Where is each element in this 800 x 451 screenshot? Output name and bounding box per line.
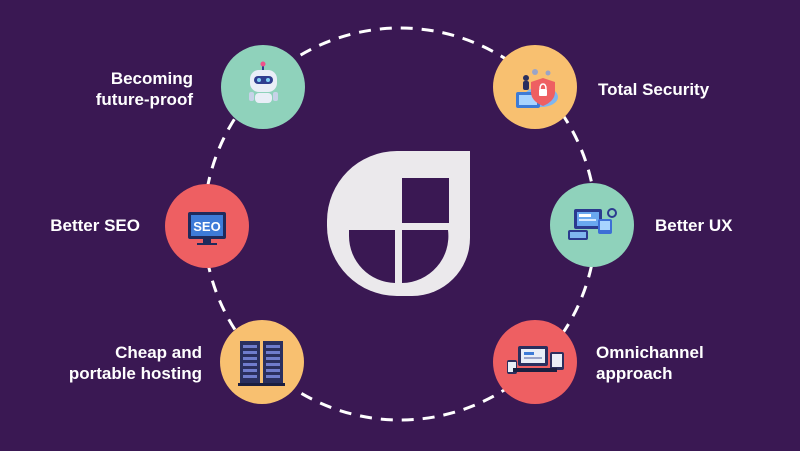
feature-ux [550, 183, 634, 267]
robot-icon [249, 61, 278, 103]
label-omnichannel: Omnichannel approach [596, 343, 704, 383]
multi-device-icon [507, 346, 564, 374]
seo-monitor-icon: SEO [188, 212, 226, 245]
label-future-proof: Becoming future-proof [95, 69, 193, 109]
label-seo: Better SEO [50, 216, 140, 235]
ux-devices-icon [568, 208, 617, 240]
label-security: Total Security [598, 80, 710, 99]
security-shield-icon [516, 69, 558, 108]
label-hosting: Cheap and portable hosting [68, 343, 202, 383]
label-ux: Better UX [655, 216, 733, 235]
center-logo-icon [327, 151, 470, 296]
feature-seo: SEO [165, 184, 249, 268]
svg-text:SEO: SEO [193, 219, 220, 234]
feature-hosting [220, 320, 304, 404]
server-rack-icon [238, 341, 285, 386]
feature-omnichannel [493, 320, 577, 404]
feature-future-proof [221, 45, 305, 129]
feature-security [493, 45, 577, 129]
